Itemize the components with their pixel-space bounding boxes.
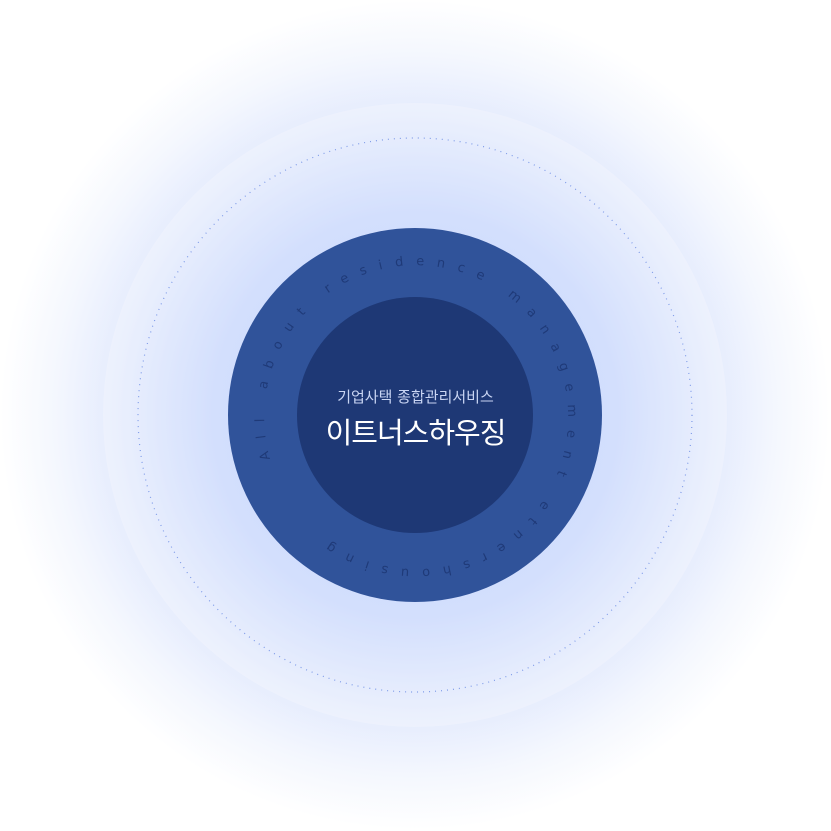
brand-title: 이트너스하우징: [325, 416, 507, 450]
inner-circle: [297, 297, 533, 533]
dotted-orbit: [137, 137, 693, 693]
subtitle: 기업사택 종합관리서비스: [337, 388, 494, 406]
